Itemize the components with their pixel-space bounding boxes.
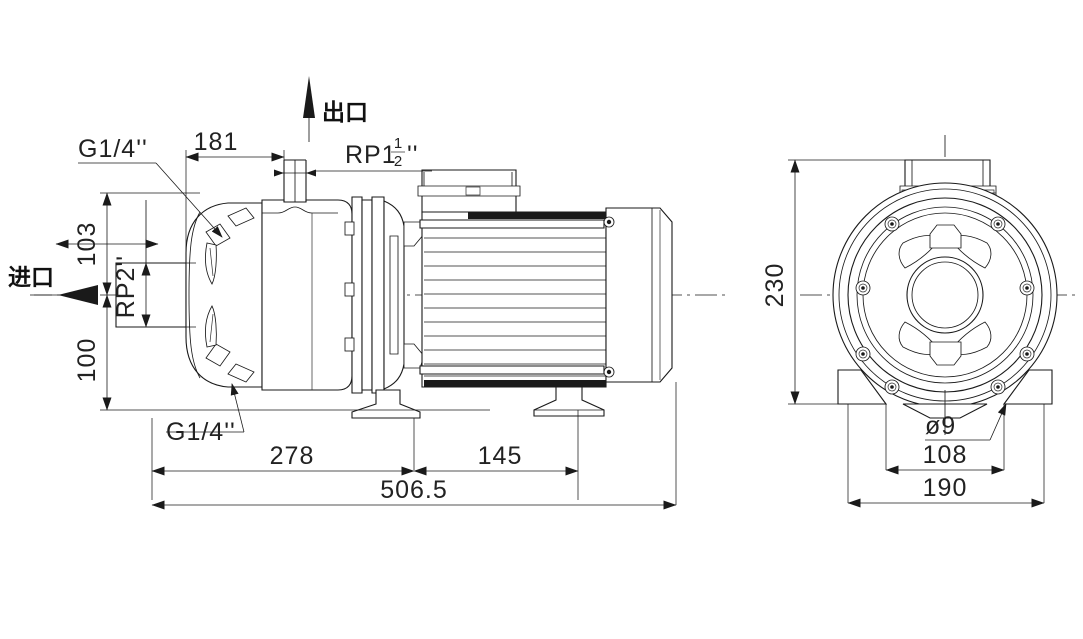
label-rp15-denominator: 2 (394, 153, 402, 170)
bracket-rib-upper (403, 221, 425, 247)
dim-label-100: 100 (73, 338, 101, 383)
end-bolt-ring (855, 216, 1035, 395)
inlet-label: 进口 (8, 265, 54, 291)
motor-rail-bottom (419, 365, 605, 375)
side-view-dimensions: 181 103 100 RP2'' 进口 出口 (8, 76, 677, 510)
flange-tab-1 (344, 221, 355, 236)
terminal-box-edges (423, 172, 513, 186)
dim-label-190: 190 (923, 474, 968, 502)
dim-arrow-nozzle-r (306, 169, 316, 177)
end-view-dimensions: 230 ø9 108 190 (761, 159, 1045, 508)
lantern-bracket (344, 196, 425, 419)
label-rp15-prefix: RP1 (345, 141, 397, 169)
flange-tab-3 (344, 337, 355, 352)
motor-end-view (800, 135, 1075, 435)
label-rp2: RP2'' (112, 255, 140, 318)
end-foot-right (1002, 369, 1053, 405)
flange-disc-3 (371, 196, 385, 394)
leader-g14-top (155, 162, 223, 238)
stage-chamber (261, 159, 353, 391)
bolt-4 (1019, 280, 1035, 296)
dim-label-108: 108 (923, 441, 968, 469)
end-hub-outer (906, 256, 984, 334)
label-rp15-numerator: 1 (394, 135, 402, 152)
outlet-label: 出口 (322, 100, 368, 126)
dim-label-103: 103 (73, 222, 101, 267)
motor-assembly (417, 169, 673, 417)
side-elevation-view (30, 159, 730, 419)
dim-arrow-nozzle-l (274, 169, 284, 177)
leader-g14-bot (230, 383, 245, 433)
label-dia9: ø9 (925, 412, 956, 440)
motor-top-band (468, 212, 606, 219)
pump-head-assembly (115, 202, 263, 388)
bolt-2 (990, 216, 1006, 232)
bolt-7 (884, 379, 900, 395)
bolt-5 (855, 346, 871, 362)
head-lug-upper (227, 207, 255, 227)
end-boss-bottom (929, 341, 962, 366)
dim-label-181: 181 (194, 128, 239, 156)
bolt-3 (855, 280, 871, 296)
dim-label-278: 278 (270, 442, 315, 470)
cowl-screw-upper-center (606, 219, 612, 225)
chamber-body (261, 199, 353, 391)
end-cowl-circle (856, 206, 1034, 384)
dim-label-506: 506.5 (380, 476, 448, 504)
dim-label-145: 145 (478, 442, 523, 470)
label-g14-bottom: G1/4'' (166, 418, 236, 446)
bracket-rib-lower (403, 343, 425, 369)
motor-cooling-fins (424, 223, 608, 377)
chamber-saddle (262, 206, 338, 214)
bolt-8 (990, 379, 1006, 395)
bracket-window (389, 235, 399, 355)
motor-bottom-band (424, 380, 606, 387)
flange-tab-2 (344, 282, 355, 297)
drain-plug-lower (204, 305, 231, 367)
end-boss-top (929, 224, 962, 249)
flange-disc-1 (351, 196, 363, 394)
inlet-arrow (58, 285, 98, 305)
motor-rail-top (419, 219, 605, 229)
leader-dia9 (989, 403, 1007, 441)
label-g14-top: G1/4'' (78, 135, 148, 163)
outlet-arrow (303, 76, 315, 118)
label-rp15-group: RP1 1 2 '' (345, 135, 419, 170)
terminal-box-latch (465, 186, 481, 196)
bolt-1 (884, 216, 900, 232)
head-bell-seam (188, 211, 201, 379)
end-hub-inner (911, 261, 979, 329)
label-rp15-suffix: '' (407, 141, 419, 169)
motor-foot (533, 386, 605, 417)
fan-cowl (605, 207, 673, 383)
dim-label-230: 230 (761, 263, 789, 308)
cowl-screw-lower-center (606, 369, 612, 375)
head-lug-lower (227, 363, 255, 383)
bolt-6 (1019, 346, 1035, 362)
flange-disc-2 (361, 199, 373, 391)
pump-foot-front (351, 389, 421, 419)
